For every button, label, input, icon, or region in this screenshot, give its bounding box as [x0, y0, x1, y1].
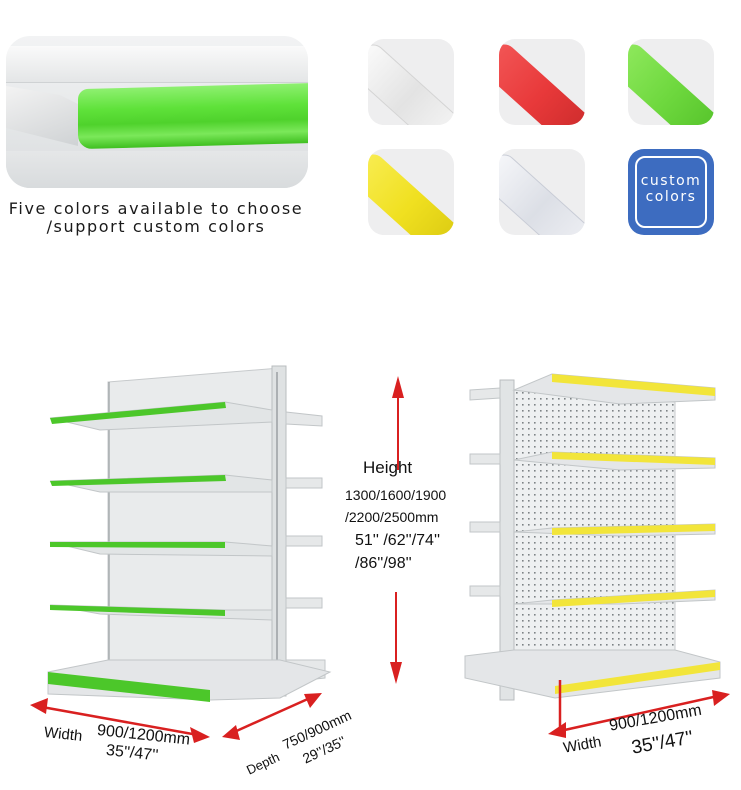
- height-in-line-1: 51'' /62''/74'': [355, 532, 441, 549]
- height-mm-line-2: /2200/2500mm: [345, 509, 439, 525]
- custom-label-line-2: colors: [645, 189, 697, 205]
- caption-line-2: /support custom colors: [46, 217, 266, 236]
- color-tile-green[interactable]: [628, 39, 714, 125]
- custom-colors-tile[interactable]: custom colors: [628, 149, 714, 235]
- colors-caption: Five colors available to choose /support…: [0, 200, 312, 236]
- green-strip-closeup-image: [6, 36, 308, 188]
- height-mm-line-1: 1300/1600/1900: [345, 487, 447, 503]
- caption-line-1: Five colors available to choose: [8, 199, 304, 218]
- color-tile-white[interactable]: [368, 39, 454, 125]
- dimension-arrows: [30, 680, 730, 743]
- left-width-arrow-line: [41, 705, 199, 737]
- color-tile-yellow[interactable]: [368, 149, 454, 235]
- height-label: Height: [363, 458, 413, 477]
- custom-label-line-1: custom: [640, 173, 702, 189]
- height-arrow-down-icon: [390, 592, 402, 684]
- height-arrow-up-icon: [392, 376, 404, 470]
- green-shelf-unit-illustration: [47, 365, 332, 702]
- color-tile-red[interactable]: [499, 39, 585, 125]
- height-in-line-2: /86''/98'': [355, 555, 412, 572]
- yellow-shelf-unit-illustration: [464, 373, 721, 701]
- color-tile-transparent[interactable]: [499, 149, 585, 235]
